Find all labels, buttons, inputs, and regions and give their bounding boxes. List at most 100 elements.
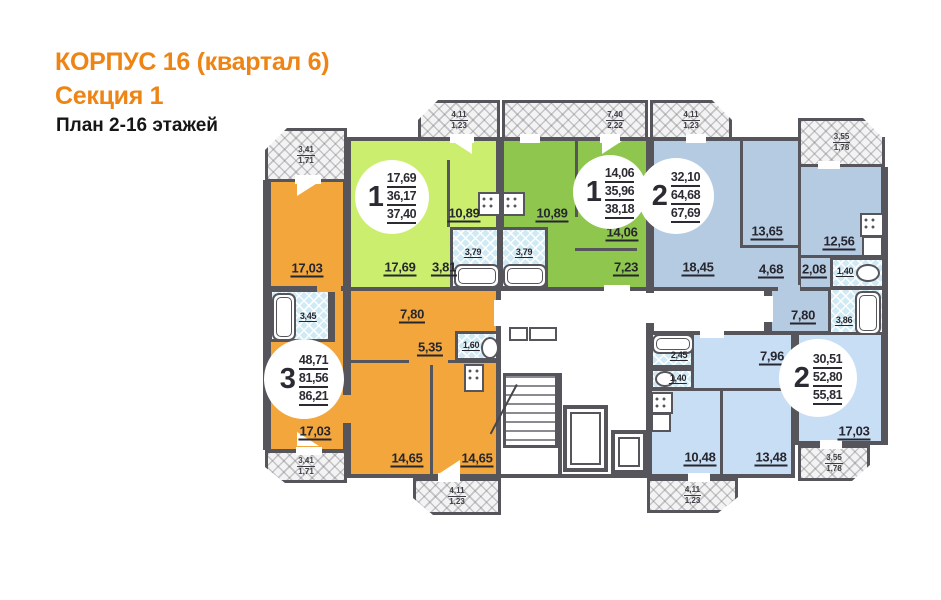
room-area-label: 13,48 bbox=[754, 449, 788, 467]
door-opening bbox=[341, 395, 353, 423]
plan-subtitle: План 2-16 этажей bbox=[56, 115, 218, 136]
toilet-icon bbox=[655, 371, 675, 387]
rooms-count: 3 bbox=[279, 362, 296, 395]
rooms-count: 1 bbox=[585, 175, 602, 208]
door-opening bbox=[295, 175, 321, 184]
door-opening bbox=[450, 134, 474, 143]
room-area-label: 3,79 bbox=[463, 247, 483, 258]
wall bbox=[798, 167, 801, 289]
room-area-label: 17,03 bbox=[290, 260, 324, 278]
room-area-label: 4,68 bbox=[757, 261, 785, 279]
room-area-label: 3,86 bbox=[834, 315, 854, 326]
wall bbox=[720, 390, 723, 478]
rooms-count: 1 bbox=[367, 180, 384, 213]
door-opening bbox=[494, 300, 503, 326]
bathtub-icon bbox=[855, 291, 881, 335]
room-area-label: 1,60 bbox=[461, 340, 481, 351]
wall bbox=[648, 388, 796, 391]
door-opening bbox=[317, 284, 341, 292]
door-opening bbox=[438, 473, 460, 482]
room-area-label: 17,69 bbox=[383, 259, 417, 277]
common-corridor-block bbox=[650, 287, 768, 335]
toilet-icon bbox=[481, 337, 499, 359]
door-opening bbox=[700, 329, 724, 338]
elevator bbox=[611, 430, 647, 474]
wall bbox=[800, 255, 885, 258]
bathtub-icon bbox=[652, 334, 694, 354]
room-area-label: 1,40 bbox=[668, 373, 688, 384]
door-opening bbox=[604, 285, 630, 294]
room-area-label: 5,35 bbox=[416, 339, 444, 357]
door-opening bbox=[688, 473, 710, 482]
door-opening bbox=[820, 440, 842, 449]
stove-icon bbox=[502, 192, 525, 216]
staircase bbox=[503, 373, 558, 448]
room-area-label: 10,89 bbox=[535, 205, 569, 223]
door-opening bbox=[296, 447, 322, 455]
room-area-label: 7,23 bbox=[612, 259, 640, 277]
door-opening bbox=[762, 296, 773, 322]
room-area-label: 17,03 bbox=[298, 423, 332, 441]
bathtub-icon bbox=[503, 264, 547, 288]
room-area-label: 13,65 bbox=[750, 223, 784, 241]
room-area-label: 12,56 bbox=[822, 233, 856, 251]
rooms-count: 2 bbox=[651, 179, 668, 212]
building-title: КОРПУС 16 (квартал 6) bbox=[55, 48, 330, 76]
room-area-label: 14,65 bbox=[390, 450, 424, 468]
door-opening bbox=[600, 134, 620, 143]
vent-shaft bbox=[509, 327, 528, 341]
wall bbox=[575, 248, 637, 251]
room-area-label: 17,03 bbox=[837, 423, 871, 441]
rooms-count: 2 bbox=[793, 361, 810, 394]
wall bbox=[331, 287, 335, 342]
wall bbox=[558, 373, 562, 474]
bathtub-icon bbox=[454, 264, 500, 288]
room-area-label: 3,81 bbox=[430, 259, 458, 277]
room-area-label: 10,48 bbox=[683, 449, 717, 467]
room-area-label: 2,08 bbox=[800, 261, 828, 279]
exterior-wall-left bbox=[263, 180, 268, 450]
toilet-icon bbox=[856, 264, 880, 282]
stove-icon bbox=[464, 364, 484, 392]
door-opening bbox=[818, 161, 840, 169]
room-area-label: 18,45 bbox=[681, 259, 715, 277]
room-area-label: 1,40 bbox=[835, 266, 855, 277]
wall bbox=[430, 365, 433, 478]
fridge-icon bbox=[651, 413, 671, 432]
door-opening bbox=[686, 134, 706, 143]
room-area-label: 7,96 bbox=[758, 348, 786, 366]
wall bbox=[447, 160, 450, 227]
room-area-label: 3,79 bbox=[514, 247, 534, 258]
room-area-label: 7,80 bbox=[398, 306, 426, 324]
room-area-label: 3,45 bbox=[298, 311, 318, 322]
vent-shaft bbox=[529, 327, 557, 341]
wall bbox=[347, 360, 409, 363]
room-area-label: 10,89 bbox=[447, 205, 481, 223]
bathtub-icon bbox=[272, 293, 296, 341]
stove-icon bbox=[860, 213, 884, 237]
fridge-icon bbox=[862, 236, 883, 257]
door-opening bbox=[644, 293, 655, 323]
room-area-label: 14,65 bbox=[460, 450, 494, 468]
room-area-label: 2,45 bbox=[669, 350, 689, 361]
section-title: Секция 1 bbox=[55, 82, 164, 110]
stove-icon bbox=[651, 392, 673, 414]
wall bbox=[740, 137, 743, 247]
stove-icon bbox=[478, 192, 501, 216]
wall bbox=[740, 245, 800, 248]
wall bbox=[448, 360, 500, 363]
